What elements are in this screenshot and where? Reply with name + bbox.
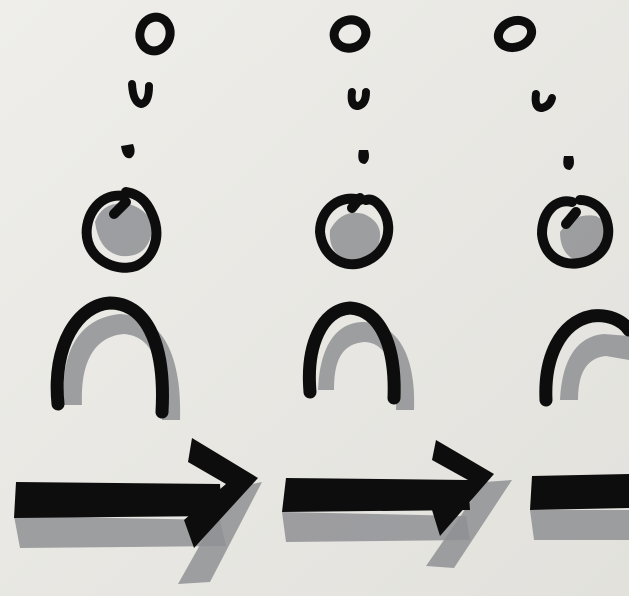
arrow-3 <box>530 474 629 540</box>
arrow-shadow <box>530 510 629 540</box>
head-2 <box>320 198 388 264</box>
arrow-shaft <box>14 482 222 518</box>
arrow-shaft <box>530 474 629 510</box>
